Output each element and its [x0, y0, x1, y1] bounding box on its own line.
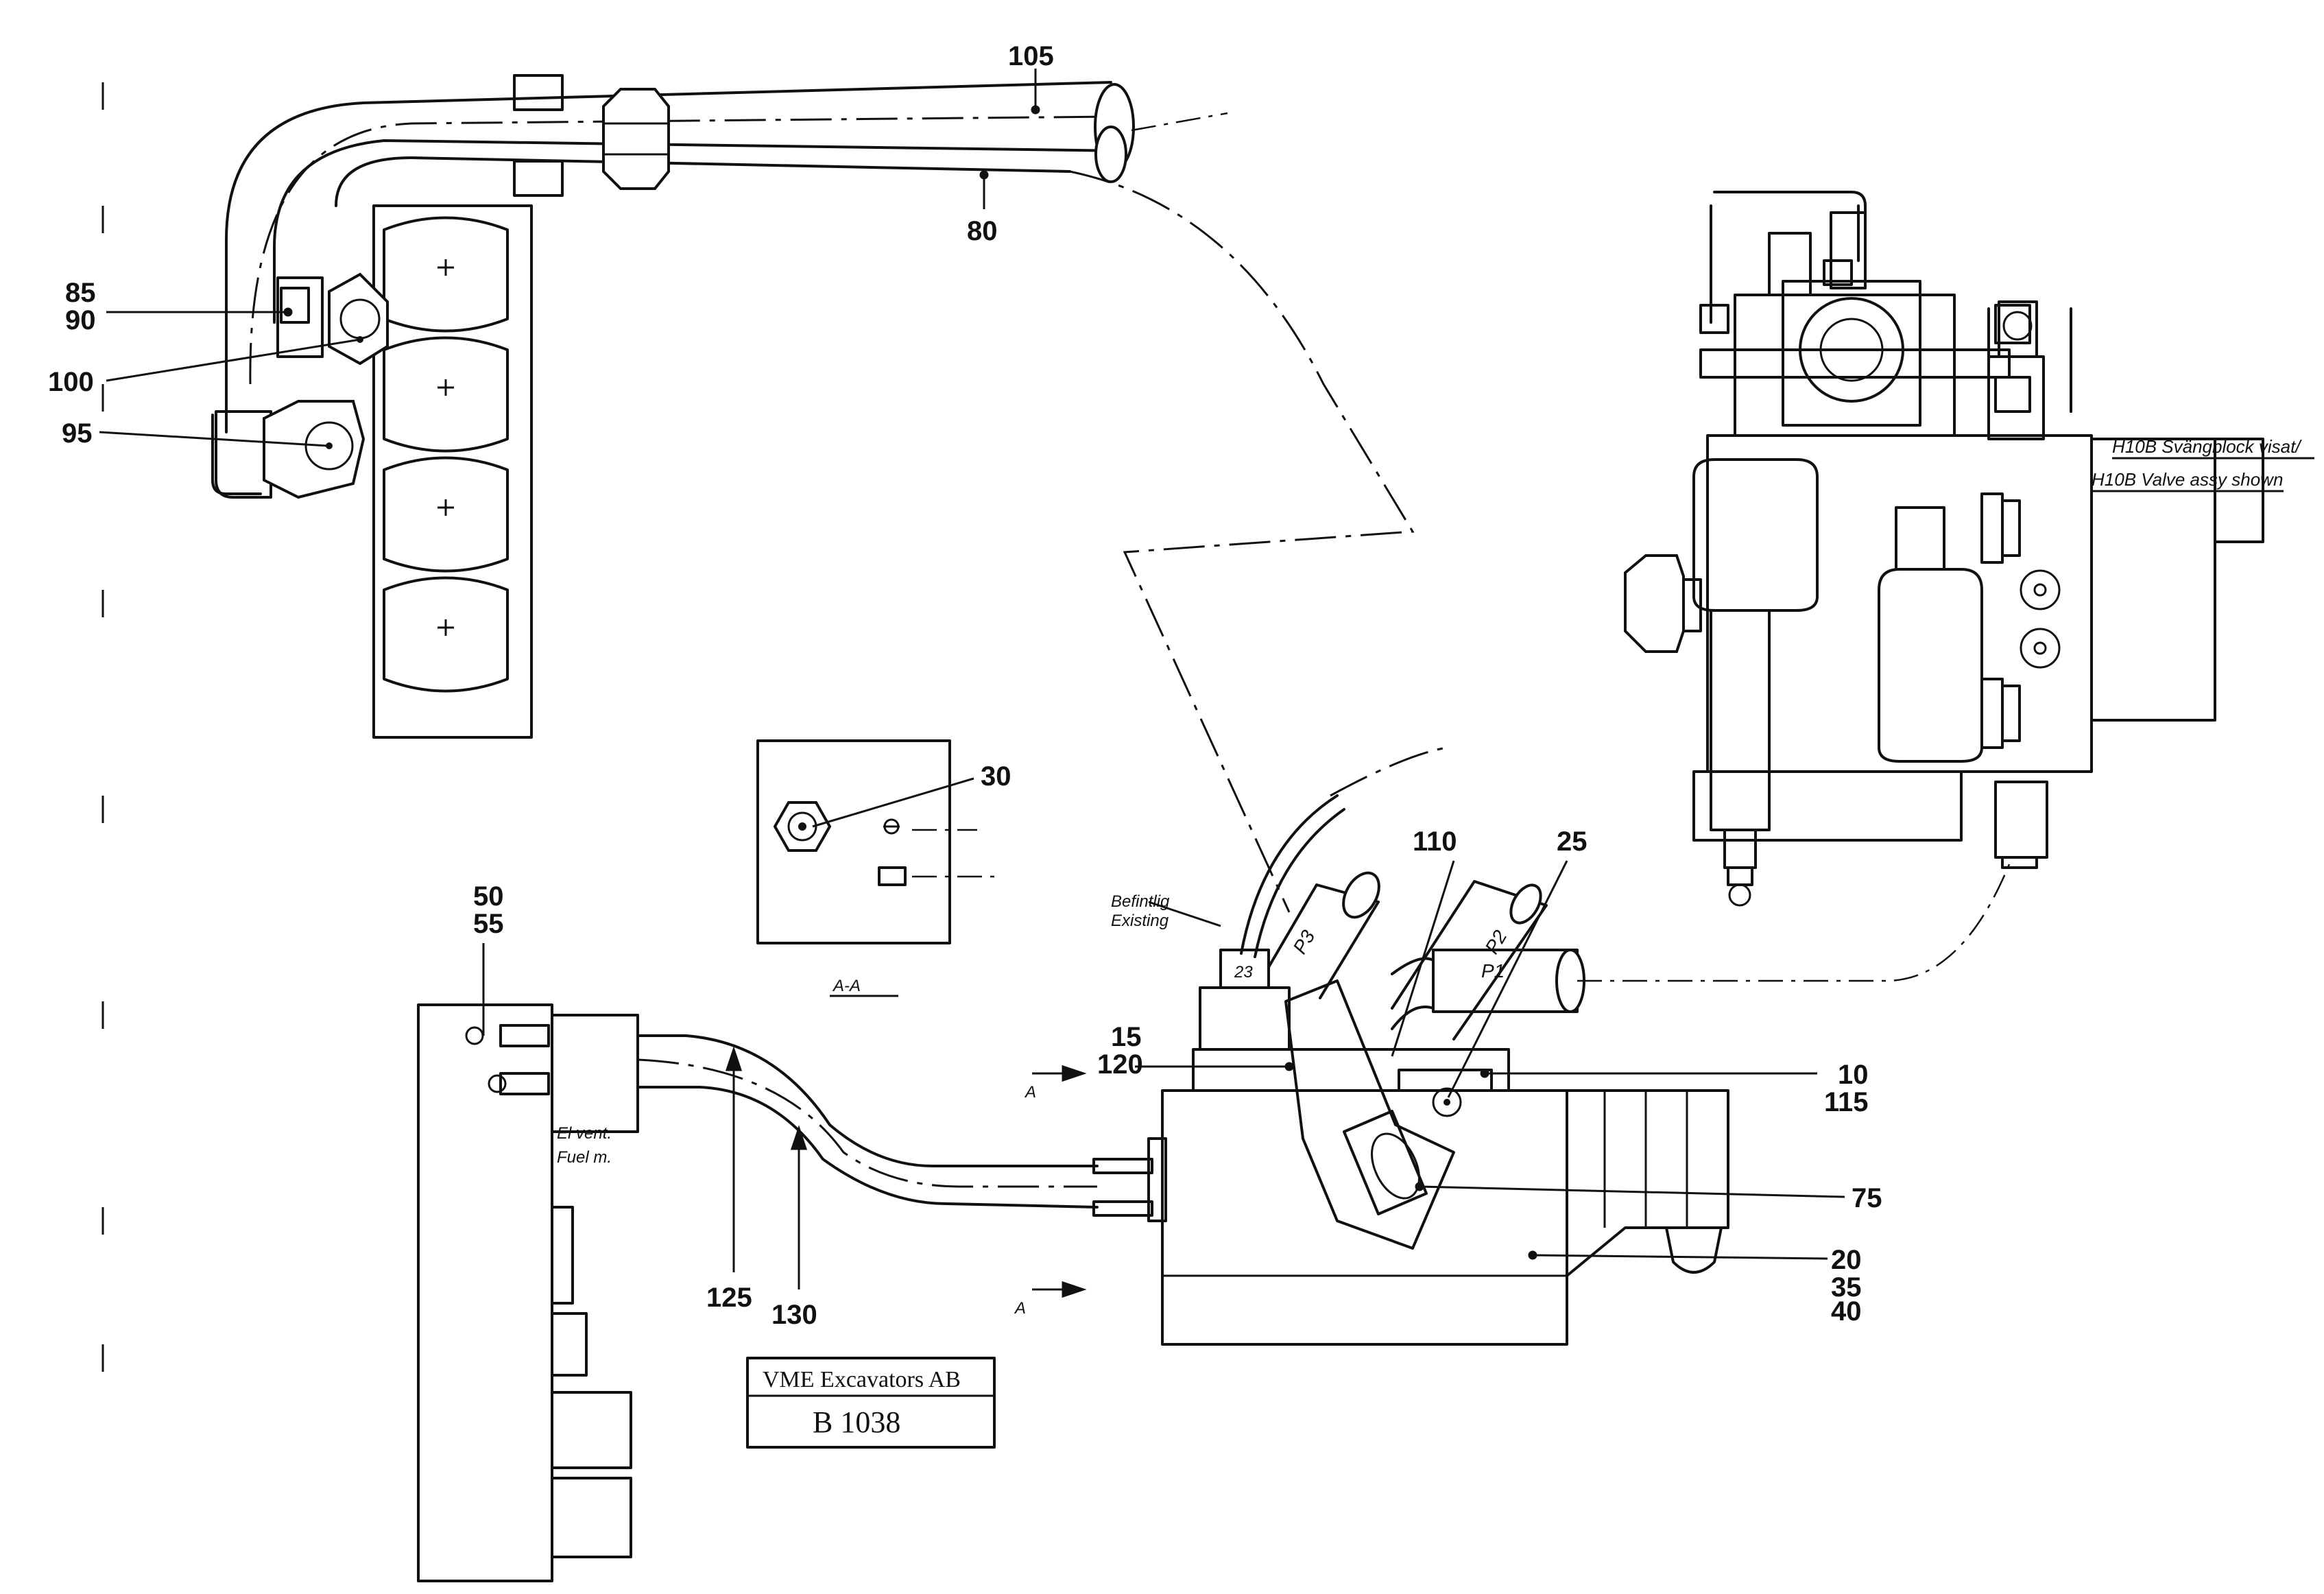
callout-125: 125: [706, 1283, 752, 1313]
title-block-drawing-number: B 1038: [813, 1405, 900, 1439]
hose-p1: [1577, 864, 2011, 982]
fuel-m-label: Fuel m.: [557, 1148, 612, 1167]
callout-80: 80: [967, 216, 998, 246]
valve-assy-note-en: H10B Valve assy shown: [2092, 469, 2283, 490]
title-block: VME Excavators AB B 1038: [746, 1357, 996, 1449]
callout-90: 90: [65, 305, 96, 335]
port-p3-label: P3: [1289, 926, 1319, 957]
elbow-fitting-95: [215, 400, 366, 499]
valve-body: [1147, 949, 1729, 1346]
hose-125-130: [636, 1034, 1153, 1217]
valve-assembly-h10b: [1624, 191, 2264, 907]
valve-assy-note-sv: H10B Svängblock visat/: [2112, 436, 2302, 457]
callout-105: 105: [1008, 41, 1054, 71]
callout-40: 40: [1831, 1296, 1862, 1327]
callout-10: 10: [1838, 1060, 1869, 1090]
callout-50: 50: [473, 881, 504, 912]
el-vent-label: El vent.: [557, 1124, 612, 1143]
callout-20: 20: [1831, 1245, 1862, 1275]
callout-55: 55: [473, 909, 504, 939]
manifold-block: [372, 204, 533, 739]
callout-15: 15: [1111, 1022, 1142, 1052]
port-p1-label: P1: [1481, 960, 1505, 982]
title-block-company: VME Excavators AB: [763, 1367, 961, 1392]
callout-100: 100: [48, 367, 94, 397]
leader-lines: [99, 69, 1845, 1298]
section-label: A-A: [832, 977, 861, 995]
callout-95: 95: [62, 418, 93, 449]
callout-25: 25: [1557, 826, 1588, 857]
callout-120: 120: [1097, 1049, 1143, 1080]
callout-110: 110: [1413, 826, 1457, 857]
port-hoses: [1240, 746, 1585, 1040]
callout-35: 35: [1831, 1272, 1862, 1302]
section-a-a-view: [756, 739, 1001, 944]
el-vent-block: [417, 1003, 639, 1582]
callout-30: 30: [981, 761, 1011, 792]
hose-bundle-105-80: [211, 74, 1415, 913]
port-p2-label: P2: [1481, 926, 1511, 957]
existing-note-sv: Befintlig: [1111, 892, 1170, 911]
existing-note-en: Existing: [1111, 912, 1169, 930]
callout-115: 115: [1824, 1087, 1869, 1117]
port-23-label: 23: [1234, 963, 1253, 982]
callout-85: 85: [65, 278, 96, 308]
section-arrow-upper: A: [1024, 1083, 1036, 1102]
callout-130: 130: [771, 1300, 817, 1330]
solenoid-75: [1284, 979, 1455, 1250]
section-arrow-lower: A: [1014, 1299, 1026, 1318]
callout-75: 75: [1852, 1183, 1882, 1213]
